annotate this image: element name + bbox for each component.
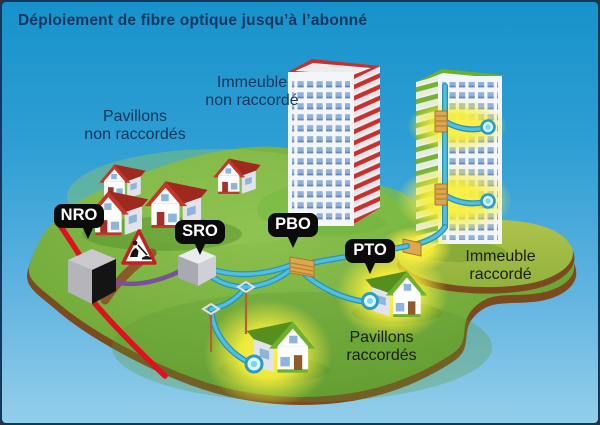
pbo-box (289, 256, 315, 278)
label-line: raccordé (469, 266, 532, 284)
label-immeuble-non-raccorde: Immeuble non raccordé (167, 74, 337, 110)
label-immeuble-raccorde: Immeuble raccordé (438, 248, 563, 284)
roadworks-sign-icon (121, 229, 157, 265)
utility-pole-2 (201, 302, 221, 352)
utility-pole-1 (236, 280, 256, 334)
label-line: non raccordé (205, 92, 299, 110)
label-line: Pavillons (349, 329, 414, 346)
tag-sro: SRO (175, 220, 225, 244)
label-line: Immeuble (465, 248, 536, 265)
diagram-title: Déploiement de fibre optique jusqu’à l’a… (18, 12, 368, 29)
label-pavillons-raccordes: Pavillons raccordés (319, 329, 444, 365)
label-line: raccordés (346, 347, 417, 365)
nro-box (68, 249, 116, 304)
floor-outlet-points (480, 119, 496, 209)
floor-distribution-boxes (402, 110, 448, 257)
label-pavillons-non-raccordes: Pavillons non raccordés (45, 108, 225, 144)
label-line: non raccordés (84, 126, 186, 144)
tag-pto: PTO (345, 239, 395, 263)
tag-pbo: PBO (268, 213, 318, 237)
cable-red-backbone-sea (89, 297, 168, 379)
building-non-raccorde (288, 59, 380, 226)
label-line: Immeuble (216, 74, 288, 91)
pto-outlets (244, 292, 379, 374)
label-line: Pavillons (102, 108, 168, 125)
tag-nro: NRO (54, 204, 104, 239)
